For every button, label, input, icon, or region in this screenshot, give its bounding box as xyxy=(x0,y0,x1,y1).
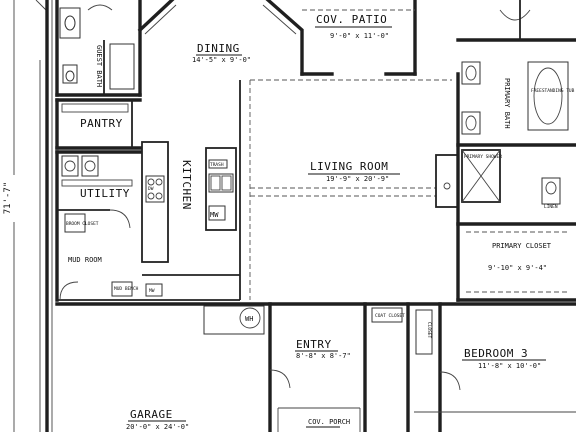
range-icon xyxy=(145,175,165,203)
washer-icon xyxy=(61,155,79,177)
primary-shower-label: PRIMARY SHOWER xyxy=(464,154,502,160)
primary-closet-walls xyxy=(456,222,576,302)
wh-tank xyxy=(203,305,265,335)
primary-bath-label: PRIMARY BATH xyxy=(503,78,511,129)
coat-closet-label: COAT CLOSET xyxy=(375,313,405,319)
mw-label: MW xyxy=(210,211,219,219)
dw-label: DW xyxy=(148,186,154,192)
freestanding-tub-label: FREESTANDING TUB xyxy=(531,88,575,94)
living-room-walls xyxy=(249,72,460,302)
living-room-label: LIVING ROOM xyxy=(310,160,388,173)
garage-label: GARAGE xyxy=(130,408,173,421)
kitchen-fixtures xyxy=(141,80,241,300)
bedroom-3-size: 11'-8" x 10'-0" xyxy=(478,362,541,370)
kitchen-sink-icon xyxy=(208,173,234,193)
primary-closet-size: 9'-10" x 9'-4" xyxy=(488,264,547,272)
linen-label: LINEN xyxy=(544,204,558,210)
guest-bath-walls xyxy=(55,0,142,97)
kitchen-label: KITCHEN xyxy=(180,160,193,210)
pantry-label: PANTRY xyxy=(80,117,123,130)
mw-bench-label: MW xyxy=(149,288,155,294)
pantry-walls xyxy=(55,98,142,150)
broom-closet-label: BROOM CLOSET xyxy=(66,221,99,227)
closet-label: CLOSET xyxy=(426,322,432,339)
utility-walls xyxy=(55,150,142,302)
dryer-icon xyxy=(81,155,99,177)
trash-label: TRASH xyxy=(210,162,224,168)
shower-icon xyxy=(461,149,501,203)
tub-icon xyxy=(527,61,569,131)
cov-patio-size: 9'-0" x 11'-0" xyxy=(330,32,389,40)
wh-label: WH xyxy=(245,315,253,323)
dining-label: DINING xyxy=(197,42,240,55)
front-zone-walls xyxy=(55,302,576,432)
garage-size: 20'-0" x 24'-0" xyxy=(126,423,189,431)
dining-walls xyxy=(137,0,304,76)
primary-closet-label: PRIMARY CLOSET xyxy=(492,242,552,250)
vanity-left-icon xyxy=(461,61,481,85)
living-room-size: 19'-9" x 20'-9" xyxy=(326,175,389,183)
mud-room-details xyxy=(57,281,240,301)
mud-bench-label: MUD BENCH xyxy=(114,286,139,292)
primary-bath-walls xyxy=(456,0,576,205)
entry-label: ENTRY xyxy=(296,338,332,351)
bedroom-3-label: BEDROOM 3 xyxy=(464,347,528,360)
overall-dimension: 71'-7" xyxy=(3,0,47,432)
guest-bath-label: GUEST BATH xyxy=(95,45,103,87)
fireplace-icon xyxy=(435,154,459,208)
entry-size: 8'-8" x 8'-7" xyxy=(296,352,351,360)
dining-size: 14'-5" x 9'-0" xyxy=(192,56,251,64)
utility-label: UTILITY xyxy=(80,187,130,200)
left-exterior-wall xyxy=(39,0,53,432)
cov-patio-label: COV. PATIO xyxy=(316,13,387,26)
cov-porch-label: COV. PORCH xyxy=(308,418,350,426)
cov-patio-walls xyxy=(300,0,417,76)
overall-dimension-text: 71'-7" xyxy=(3,182,13,215)
mud-room-label: MUD ROOM xyxy=(68,256,102,264)
